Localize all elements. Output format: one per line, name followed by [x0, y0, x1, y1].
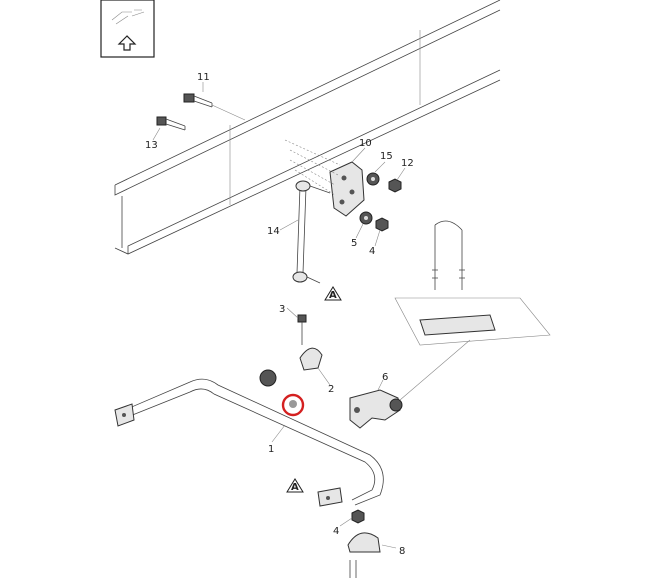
washer-15	[366, 172, 380, 186]
clamp-8	[347, 532, 381, 578]
reference-marker-a-upper: A	[324, 286, 342, 301]
stabilizer-bar-1	[114, 378, 384, 507]
callout-13: 13	[145, 140, 158, 151]
callout-10: 10	[359, 138, 372, 149]
bolt-11	[183, 93, 246, 121]
callout-1: 1	[268, 444, 274, 455]
nut-4-lower	[351, 509, 365, 524]
callout-15: 15	[380, 151, 393, 162]
callout-4-upper: 4	[369, 246, 375, 257]
callout-6: 6	[382, 372, 388, 383]
bracket-10	[284, 139, 365, 217]
frame-rail	[114, 0, 501, 255]
orientation-box	[100, 0, 155, 58]
bushing-upper	[259, 369, 277, 387]
clamp-2	[299, 347, 323, 371]
callout-5: 5	[351, 238, 357, 249]
bolt-3	[297, 314, 307, 345]
callout-12: 12	[401, 158, 414, 169]
callout-2: 2	[328, 384, 334, 395]
bracket-6	[349, 339, 471, 429]
callout-3: 3	[279, 304, 285, 315]
reference-label: A	[291, 482, 299, 493]
leader-lines	[152, 82, 406, 549]
bolt-13	[156, 116, 186, 131]
up-arrow-icon	[117, 35, 137, 51]
callout-14: 14	[267, 226, 280, 237]
link-rod-14	[292, 180, 331, 284]
callout-4-lower: 4	[333, 526, 339, 537]
highlighted-part	[281, 393, 305, 417]
nut-4-upper	[375, 217, 389, 232]
reference-label: A	[329, 290, 337, 301]
u-bolt	[394, 220, 551, 346]
nut-12	[388, 178, 402, 193]
callout-8: 8	[399, 546, 405, 557]
washer-5	[359, 211, 373, 225]
callout-11: 11	[197, 72, 210, 83]
callout-labels: 1 2 3 4 4 5 6 8 10 11 12 13 14 15	[145, 72, 414, 557]
reference-marker-a-lower: A	[286, 478, 304, 493]
